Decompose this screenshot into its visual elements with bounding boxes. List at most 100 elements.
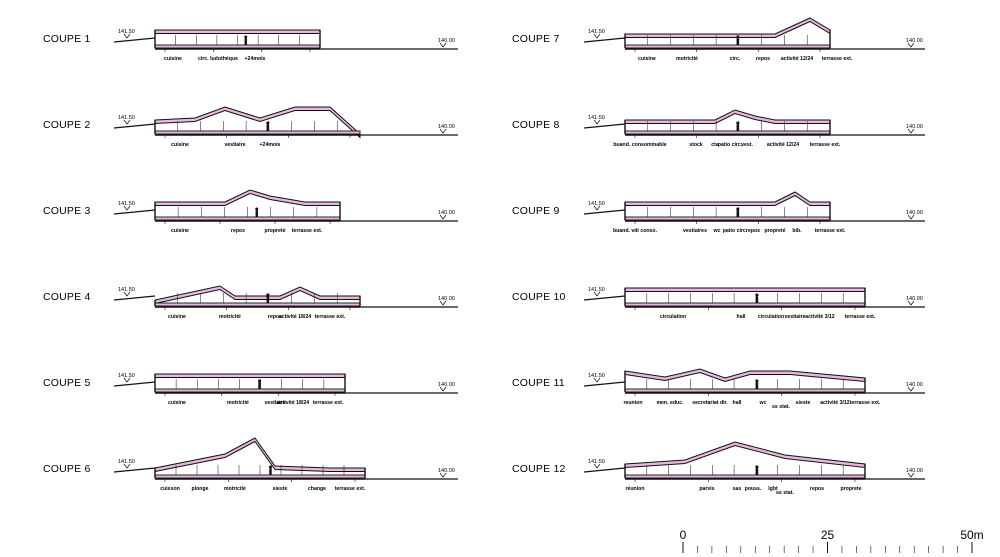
person-icon	[736, 124, 739, 131]
room-label: motricité	[219, 314, 241, 320]
room-label: terrasse ext.	[850, 400, 881, 406]
room-label: ss stat.	[772, 404, 790, 410]
level-marker-icon	[439, 214, 447, 220]
room-label: activité 3/12	[805, 314, 835, 320]
section-title: COUPE 2	[43, 119, 91, 131]
room-label: repos	[756, 56, 770, 62]
level-marker-icon	[439, 386, 447, 392]
room-label: repos	[746, 228, 760, 234]
room-label: terrasse ext.	[845, 314, 876, 320]
level-marker-icon	[123, 205, 131, 211]
roof-slab	[624, 17, 831, 38]
person-icon	[266, 124, 269, 131]
roof-slab	[624, 287, 866, 292]
room-label: propreté	[764, 228, 785, 234]
room-label: cuisine	[164, 56, 182, 62]
room-label: proprete	[840, 486, 861, 492]
room-label: plonge	[191, 486, 208, 492]
person-icon	[755, 465, 759, 469]
person-icon	[258, 382, 261, 389]
room-label: circ.	[730, 56, 741, 62]
person-icon	[266, 296, 269, 303]
scale-label: 0	[680, 528, 687, 542]
room-label: patio circ.	[723, 228, 748, 234]
person-icon	[255, 210, 258, 217]
person-icon	[255, 207, 259, 211]
terrain-left	[113, 381, 156, 387]
room-label: motricité	[676, 56, 698, 62]
level-marker-icon	[123, 33, 131, 39]
floor-slab	[624, 388, 866, 393]
section-title: COUPE 11	[512, 377, 565, 389]
level-marker-icon	[907, 386, 915, 392]
roof-slab	[154, 29, 321, 34]
level-marker-icon	[907, 128, 915, 134]
roof-slab	[154, 189, 341, 206]
room-label: activité 18/24	[277, 400, 309, 406]
room-label: vestiaire	[224, 142, 245, 148]
room-label: bib.	[792, 228, 802, 234]
section-title: COUPE 6	[43, 463, 91, 475]
terrain-left	[113, 209, 156, 215]
roof-slab	[154, 106, 361, 139]
room-label: pouss.	[745, 486, 762, 492]
level-marker-icon	[123, 291, 131, 297]
level-high-label: 141.50	[118, 201, 135, 207]
person-icon	[755, 382, 759, 389]
roof-slab	[624, 441, 866, 469]
room-label: terrasse ext.	[335, 486, 366, 492]
room-label: cta	[711, 142, 719, 148]
level-high-label: 141.50	[118, 29, 135, 35]
level-high-label: 141.50	[118, 459, 135, 465]
room-label: sas	[733, 486, 742, 492]
level-marker-icon	[593, 377, 601, 383]
level-marker-icon	[439, 472, 447, 478]
room-label: parvis	[699, 486, 714, 492]
room-label: terrasse ext.	[822, 56, 853, 62]
room-label: cuisson	[160, 486, 180, 492]
level-marker-icon	[593, 205, 601, 211]
room-label: circulation	[758, 314, 784, 320]
terrain-left	[113, 467, 156, 473]
room-label: +24mois	[260, 142, 281, 148]
room-label: terrasse ext.	[315, 314, 346, 320]
room-label: wc	[713, 228, 721, 234]
level-marker-icon	[907, 42, 915, 48]
level-low-label: 140.00	[438, 124, 455, 130]
terrain-left	[113, 37, 156, 43]
room-label: cuisine	[171, 228, 189, 234]
room-label: terrasse ext.	[810, 142, 841, 148]
room-label: vestiaire	[264, 400, 285, 406]
level-marker-icon	[123, 463, 131, 469]
room-label: circ. ludothèque	[198, 56, 238, 62]
room-label: motricité	[224, 486, 246, 492]
section-title: COUPE 4	[43, 291, 91, 303]
level-high-label: 141.50	[588, 373, 605, 379]
level-high-label: 141.50	[588, 459, 605, 465]
floor-slab	[624, 130, 831, 135]
room-label: buand. consommable	[613, 142, 666, 148]
section-title: COUPE 8	[512, 119, 560, 131]
room-label: ss stat.	[776, 490, 794, 496]
roof-slab	[624, 368, 866, 383]
room-label: activité 3/12	[820, 400, 850, 406]
terrain-left	[113, 295, 156, 301]
level-marker-icon	[593, 119, 601, 125]
floor-slab	[624, 474, 866, 479]
room-label: repos	[268, 314, 282, 320]
scale-label: 25	[821, 528, 835, 542]
floor-slab	[154, 130, 361, 135]
person-icon	[736, 121, 740, 125]
level-low-label: 140.00	[438, 296, 455, 302]
floor-slab	[154, 44, 321, 49]
room-label: terrasse ext.	[815, 228, 846, 234]
